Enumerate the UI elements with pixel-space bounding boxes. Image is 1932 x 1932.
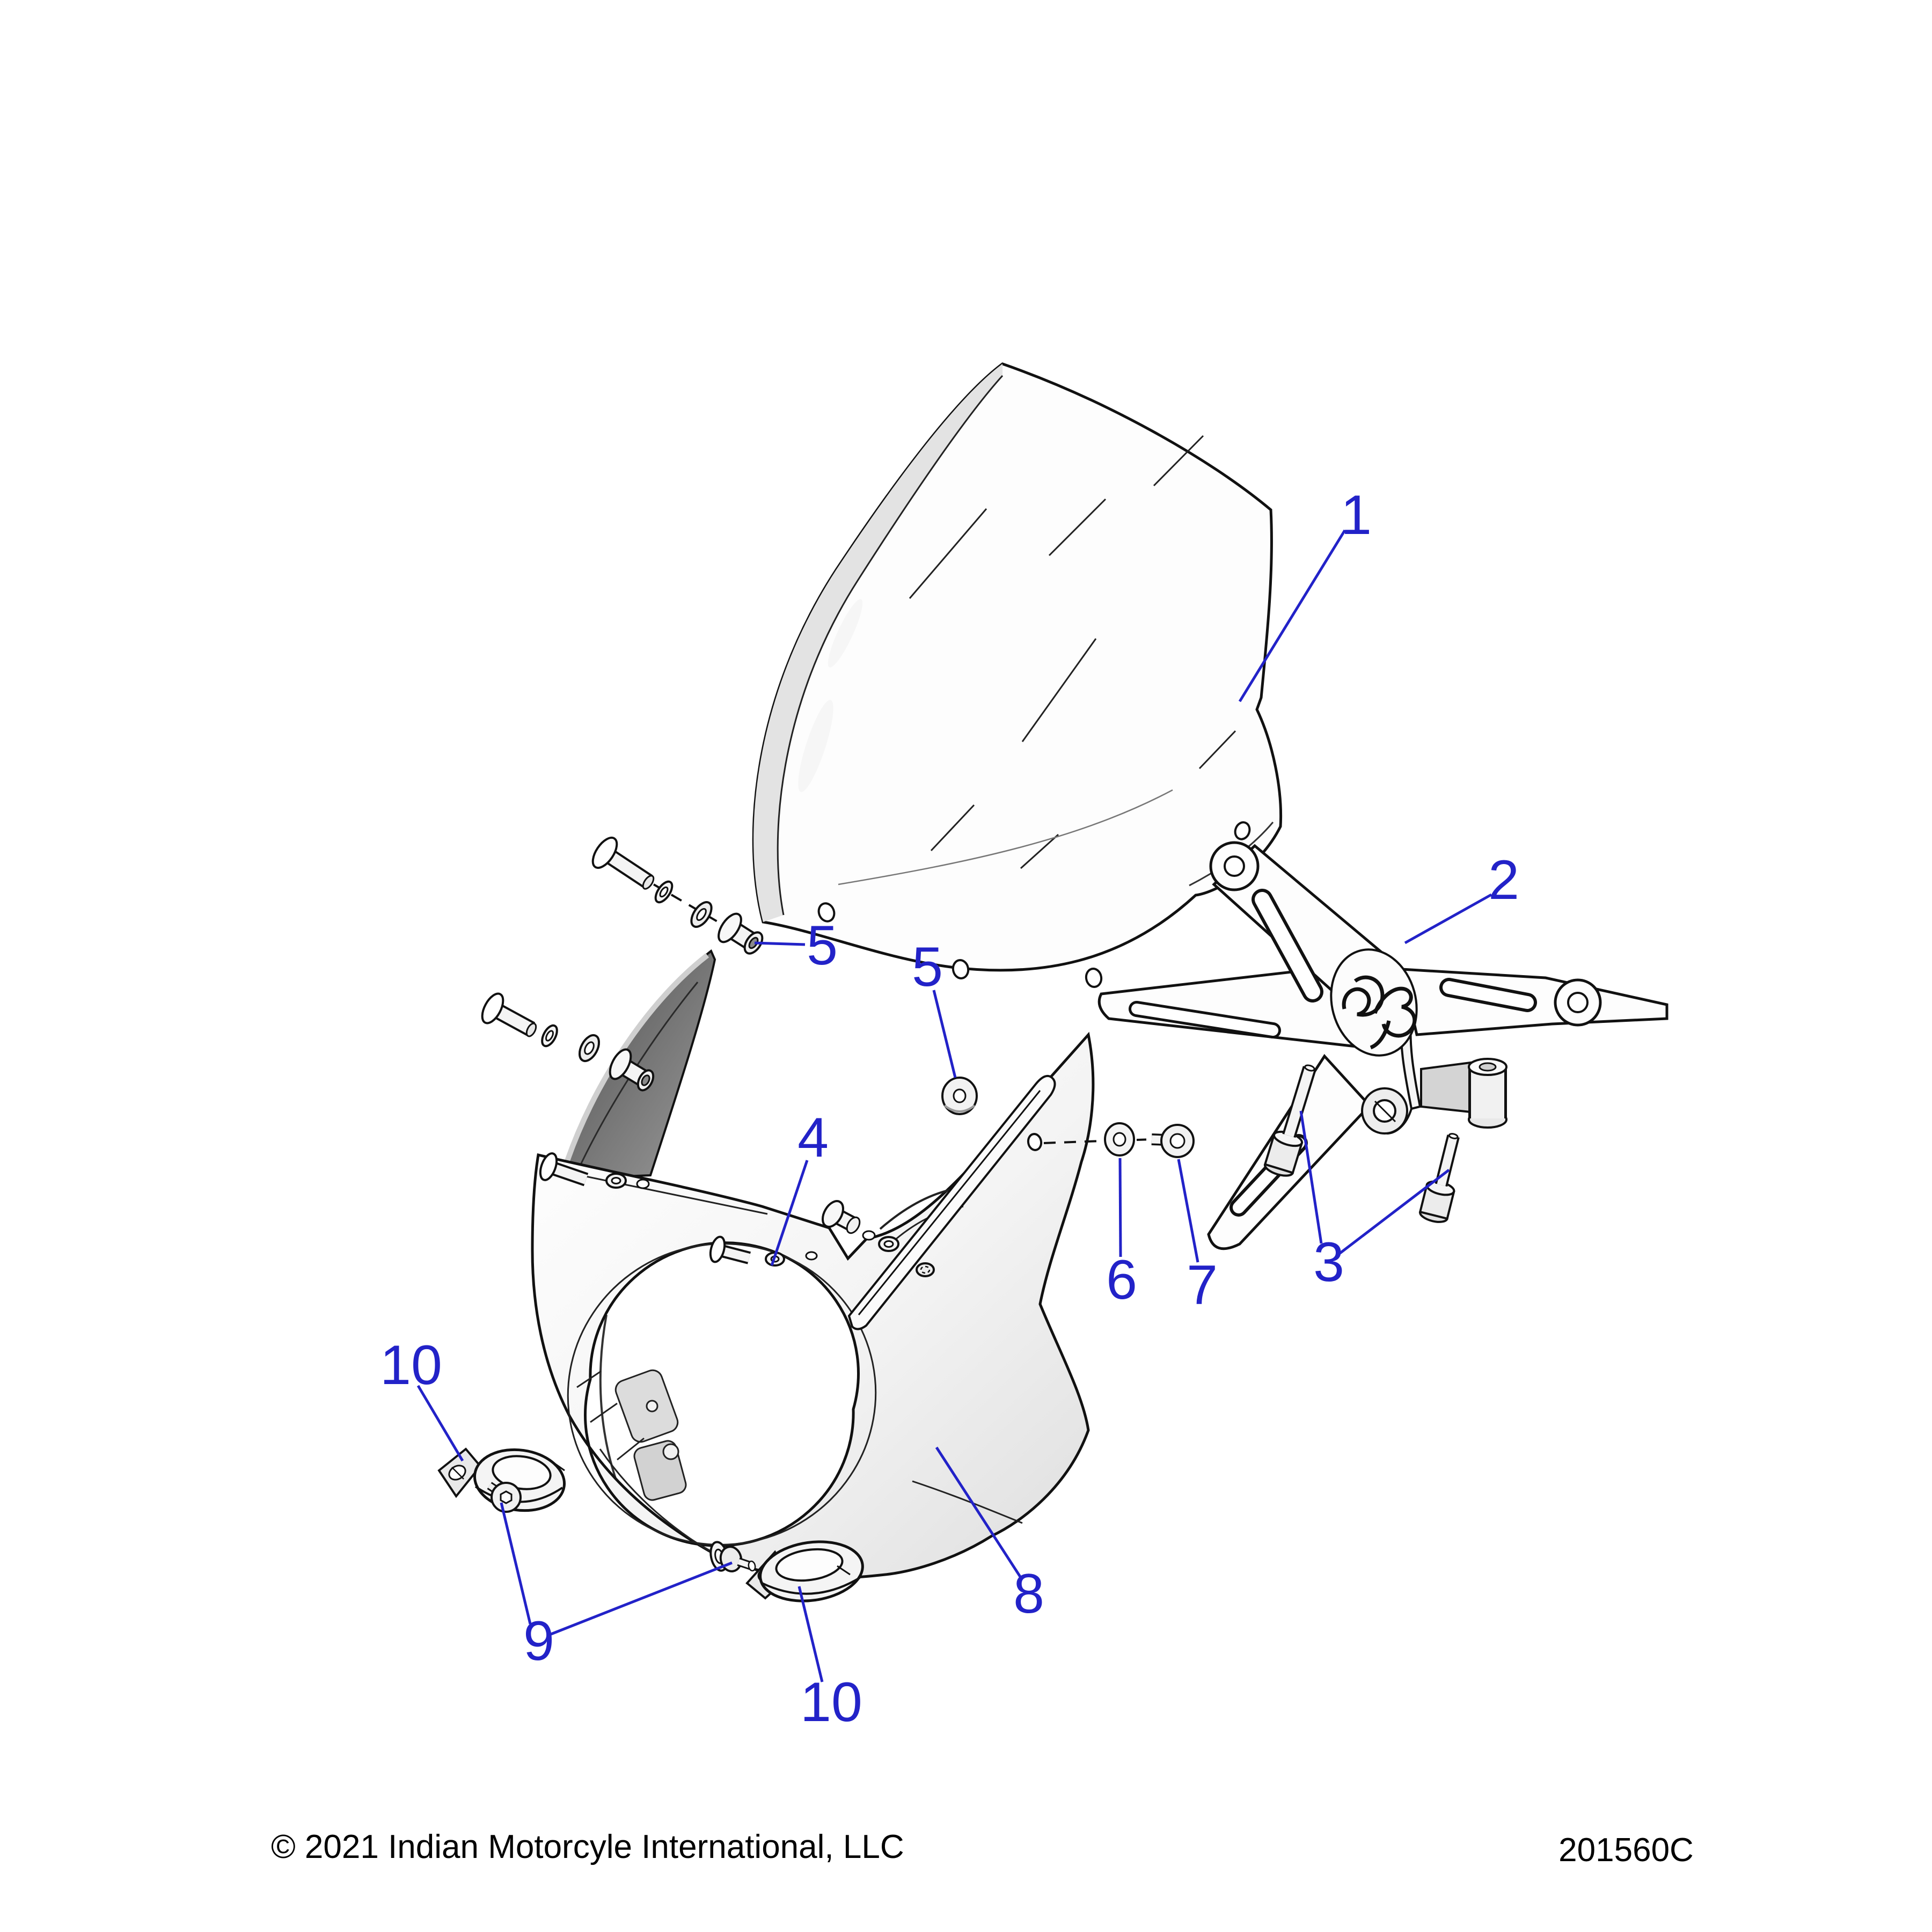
callout-leader-4 [770,1160,809,1266]
callout-label-8-8: 8 [1013,1563,1044,1625]
callout-label-1-0: 1 [1341,484,1372,546]
callout-label-4-3: 4 [797,1107,829,1169]
hex-socket-icon [500,1490,513,1504]
grommet [578,1034,601,1063]
callout-leader-3 [1339,1169,1450,1254]
handlebar-clamp-left [437,1447,566,1513]
callout-leader-6 [1118,1158,1122,1257]
bracket-tab [1361,1087,1408,1135]
mount-hole [636,1179,650,1189]
windshield-mount-holes [817,821,1251,988]
fastener-stack-upper [481,837,764,1063]
callout-label-6-6: 6 [1106,1249,1137,1311]
callout-leader-10 [797,1586,824,1682]
callout-leader-10 [416,1385,464,1462]
diagram-code: 201560C [1558,1832,1694,1869]
callout-leader-8 [935,1446,1022,1578]
trim-strip [847,1075,1056,1330]
brand-medallion [1330,948,1418,1057]
callout-label-10-11: 10 [800,1671,862,1733]
callout-label-5-4: 5 [807,914,838,977]
bushing [822,1200,844,1228]
callout-leader-3 [1299,1110,1323,1244]
bracket-perch-cylinder [1468,1058,1507,1129]
callout-label-3-2: 3 [1313,1231,1344,1293]
callout-leader-5 [754,941,806,946]
button-screw-item7 [1151,1124,1195,1158]
mount-hole [805,1251,818,1261]
windshield-reflection-lines [838,435,1274,887]
callout-leader-2 [1404,893,1492,945]
callout-leader-1 [1238,529,1346,702]
headlight-opening-rim [567,1243,877,1546]
callout-label-9-9: 9 [523,1610,554,1672]
callout-label-5-5: 5 [912,936,943,998]
grommet-item5 [941,1077,978,1115]
bushing-item5 [609,1048,655,1092]
windshield-trim-panel [561,949,716,1180]
flathead-screw [481,992,537,1037]
windshield-left-band [753,364,1002,922]
bushing-item5 [718,912,764,955]
callout-label-10-10: 10 [380,1334,442,1396]
washer [654,880,674,904]
flathead-screw [709,1235,726,1263]
socket-screw-item3 [1418,1133,1460,1223]
flathead-screw [591,837,655,890]
screw-hole-item7 [1027,1133,1043,1151]
assembly-axis-dashed-line [1043,1140,1102,1144]
callout-leader-7 [1177,1159,1199,1263]
headlight-bucket-inner [599,1314,687,1501]
assembly-axis-dashed-line [653,883,727,927]
right-slope-hardware [822,1133,1043,1277]
clamp-screw-item9 [487,1482,522,1513]
bracket-strap [1420,1061,1472,1114]
washer [541,1024,558,1048]
callout-leader-5 [932,990,957,1078]
callout-label-2-1: 2 [1488,849,1519,911]
flathead-screw [539,1152,558,1181]
windshield-highlight [798,700,833,792]
rivet [916,1262,935,1277]
callout-label-7-7: 7 [1187,1254,1218,1316]
washer-screw-row [1043,1122,1195,1158]
script-logo-icon [1342,975,1417,1050]
handlebar-clamp-right [709,1540,864,1602]
mount-hole [862,1230,876,1241]
callout-leader-9 [500,1502,532,1624]
copyright-text: © 2021 Indian Motorcyle International, L… [271,1828,904,1865]
fairing-headlight-nacelle [531,1031,1095,1580]
windshield-highlight [828,599,863,668]
flange-hardware [539,1152,818,1267]
clamp-bolt-item9 [709,1541,756,1572]
grommet [690,901,713,928]
callout-leader-9 [549,1561,733,1636]
socket-screw-item3 [1263,1064,1316,1177]
washer-item6 [1104,1122,1135,1157]
windshield [752,362,1282,988]
